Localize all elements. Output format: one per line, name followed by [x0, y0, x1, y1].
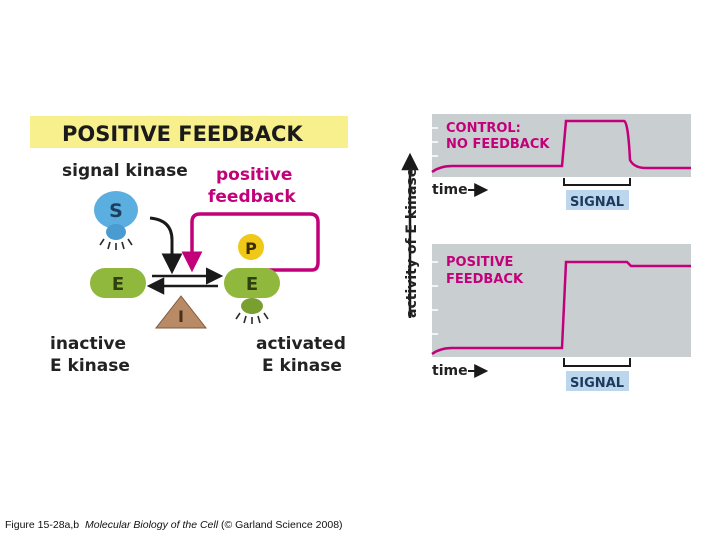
- control-signal-label: SIGNAL: [570, 195, 624, 210]
- y-axis-label: activity of E kinase: [404, 168, 420, 318]
- positive-time-label: time: [432, 363, 468, 379]
- title-band: [30, 116, 348, 148]
- positive-signal-bracket: [563, 358, 631, 367]
- inactive-e-kinase: E: [90, 268, 146, 298]
- positive-activity-trace: [431, 260, 691, 356]
- control-title-line2: NO FEEDBACK: [446, 137, 550, 152]
- signal-arrow: [149, 216, 183, 275]
- control-signal-box: [566, 190, 629, 210]
- control-title-line1: CONTROL:: [446, 121, 521, 136]
- inhibitor-i: I: [154, 295, 208, 329]
- positive-feedback-panel: POSITIVE FEEDBACK: [431, 244, 691, 357]
- positive-feedback-diagram: POSITIVE FEEDBACK signal kinase positive…: [30, 116, 348, 376]
- activity-graphs: activity of E kinase CONTROL: NO FEEDBAC…: [401, 114, 691, 391]
- signal-kinase-s: S: [94, 191, 138, 250]
- figure-caption: Figure 15-28a,b Molecular Biology of the…: [5, 519, 343, 531]
- inactive-label-line2: E kinase: [50, 356, 130, 376]
- e-left-label: E: [112, 274, 124, 295]
- positive-title-line2: FEEDBACK: [446, 272, 524, 287]
- positive-signal-label: SIGNAL: [570, 376, 624, 391]
- activated-e-kinase: P E: [224, 234, 280, 324]
- positive-feedback-label-line1: positive: [216, 165, 292, 185]
- control-panel: CONTROL: NO FEEDBACK: [431, 114, 691, 177]
- caption-credit: (© Garland Science 2008): [220, 519, 343, 531]
- s-activity-rays: [99, 238, 133, 250]
- i-label: I: [178, 307, 184, 326]
- positive-feedback-label-line2: feedback: [208, 187, 296, 207]
- control-time-label: time: [432, 182, 468, 198]
- positive-ticks: [432, 261, 438, 335]
- caption-figure: Figure 15-28a,b: [5, 519, 80, 531]
- e-activity-rays: [235, 312, 269, 324]
- activated-label-line2: E kinase: [262, 356, 342, 376]
- positive-title-line1: POSITIVE: [446, 255, 513, 270]
- p-label: P: [245, 239, 257, 258]
- positive-signal-box: [566, 371, 629, 391]
- inactive-label-line1: inactive: [50, 334, 126, 354]
- diagram-title: POSITIVE FEEDBACK: [62, 122, 303, 146]
- activated-label-line1: activated: [256, 334, 346, 354]
- s-label: S: [109, 200, 123, 222]
- feedback-loop-arrow: [181, 212, 320, 273]
- caption-book: Molecular Biology of the Cell: [84, 519, 219, 531]
- signal-kinase-label: signal kinase: [62, 161, 188, 181]
- control-ticks: [432, 127, 438, 157]
- control-activity-trace: [431, 119, 691, 174]
- e-right-label: E: [246, 274, 258, 295]
- control-signal-bracket: [563, 178, 631, 186]
